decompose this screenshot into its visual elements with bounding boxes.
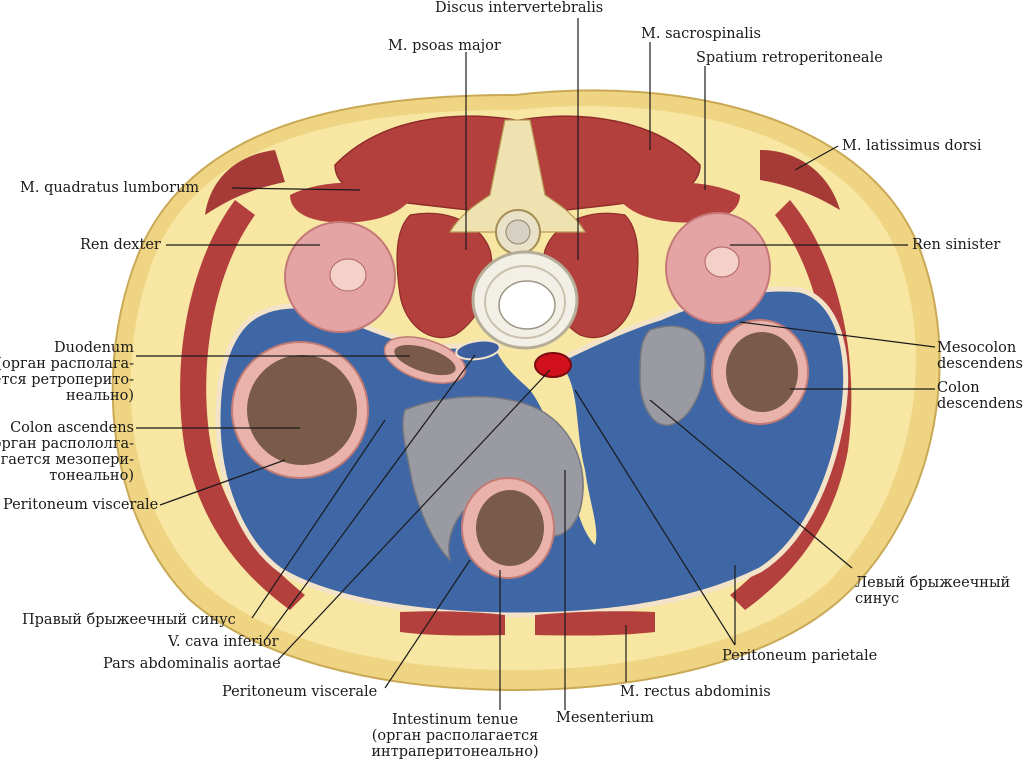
leader-levy-sinus: [649, 399, 853, 569]
leader-mesocolon: [739, 321, 936, 348]
duodenum-lumen: [394, 344, 456, 376]
kidney-right-pelvis: [329, 258, 367, 292]
leader-perit-visc-bottom: [384, 559, 471, 689]
intestinum-tenue-lumen: [476, 490, 544, 566]
label-pravy-sinus: Правый брыжеечный синус: [22, 612, 236, 628]
leader-vena-cava: [264, 354, 476, 641]
leader-pravy-sinus: [251, 419, 386, 619]
leader-aorta: [277, 369, 551, 661]
quadratus-lumborum-muscle-left: [615, 182, 740, 223]
label-perit-visc-bottom: Peritoneum viscerale: [222, 684, 378, 700]
vertebral-arch: [448, 119, 587, 233]
label-colon-asc: Colon ascendens (орган распололга- гаетс…: [0, 420, 134, 484]
label-discus: Discus intervertebralis: [435, 0, 604, 16]
label-intestinum: Intestinum tenue (орган располагается ин…: [371, 712, 539, 760]
latissimus-dorsi-muscle-right: [205, 150, 285, 215]
nucleus-pulposus: [498, 280, 556, 330]
label-levy-sinus: Левый брыжеечный синус: [855, 575, 1011, 607]
label-latissimus: M. latissimus dorsi: [842, 138, 982, 154]
label-duodenum: Duodenum (орган располага- ется ретропер…: [0, 340, 134, 404]
mesentery-root: [495, 348, 597, 545]
label-spatium: Spatium retroperitoneale: [696, 50, 883, 66]
aorta: [534, 352, 572, 378]
label-colon-desc: Colon descendens: [937, 380, 1023, 412]
label-quadratus: M. quadratus lumborum: [20, 180, 200, 196]
label-mesenterium: Mesenterium: [556, 710, 654, 726]
label-perit-parietale: Peritoneum parietale: [722, 648, 878, 664]
quadratus-lumborum-muscle-right: [290, 182, 415, 223]
label-rectus: M. rectus abdominis: [620, 684, 771, 700]
label-aorta: Pars abdominalis aortae: [103, 656, 281, 672]
label-mesocolon: Mesocolon descendens: [937, 340, 1023, 372]
label-ren-sinister: Ren sinister: [912, 237, 1001, 253]
label-psoas: M. psoas major: [388, 38, 501, 54]
label-ren-dexter: Ren dexter: [80, 237, 161, 253]
rectus-abdominis-right: [400, 611, 505, 636]
intervertebral-disc-ring: [484, 265, 566, 339]
kidney-left-pelvis: [704, 246, 740, 278]
small-intestine-loop-upper-left: [639, 325, 706, 426]
label-vena-cava: V. cava inferior: [168, 634, 279, 650]
vena-cava-inferior: [455, 339, 501, 361]
leader-latissimus: [794, 145, 839, 171]
abdominal-wall-muscle-right: [180, 200, 305, 610]
spinal-cord: [505, 219, 531, 245]
colon-descendens-lumen: [726, 332, 798, 412]
leader-perit-parietale-1: [574, 389, 736, 646]
leader-perit-visc-left: [159, 459, 286, 506]
leader-quadratus: [231, 187, 361, 191]
leader-lines: [136, 18, 936, 710]
label-sacrospinalis: M. sacrospinalis: [641, 26, 761, 42]
latissimus-dorsi-muscle: [760, 150, 840, 210]
rectus-abdominis-left: [535, 611, 655, 636]
colon-ascendens-lumen: [247, 355, 357, 465]
label-perit-visc-left: Peritoneum viscerale: [3, 497, 159, 513]
